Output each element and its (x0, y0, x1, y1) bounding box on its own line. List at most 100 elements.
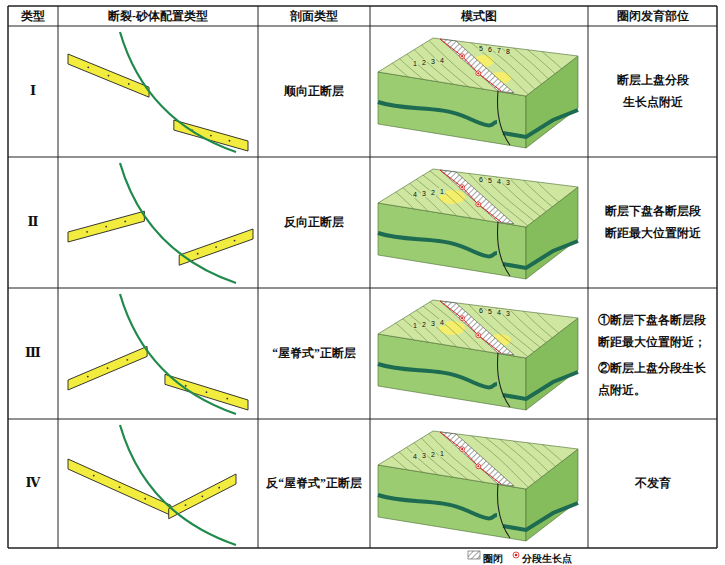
contour-number: 5 (479, 45, 483, 52)
contour-line (491, 280, 595, 374)
contour-line (369, 149, 473, 243)
trap-location: ①断层下盘各断层段断距最大位置附近； (598, 310, 706, 354)
sand-dot (93, 475, 95, 477)
sand-dot (128, 83, 130, 85)
profile-type: 反向正断层 (284, 215, 344, 230)
fault-scarp (440, 39, 514, 93)
rock-layer (503, 110, 578, 137)
table-line (716, 6, 718, 548)
growth-point (461, 317, 463, 319)
header-cell: 模式图 (461, 9, 497, 24)
contour-line (357, 149, 461, 243)
contour-line (479, 18, 583, 112)
sand-body (68, 459, 171, 515)
top-face (378, 300, 578, 358)
sand-dot (197, 253, 199, 255)
growth-point (476, 333, 481, 338)
fault-trace (440, 432, 501, 484)
fault-plane (498, 484, 511, 538)
contour-number-holder: 1 (412, 322, 418, 329)
rock-layer (503, 372, 578, 399)
rock-layer (378, 495, 497, 518)
table-line (8, 419, 717, 420)
top-face (378, 169, 578, 227)
fault-plane (498, 353, 511, 407)
growth-point (477, 465, 479, 467)
trap-location: 断层下盘各断层段断距最大位置附近 (605, 201, 701, 245)
sand-dot (126, 359, 128, 361)
growth-point (476, 71, 481, 76)
contour-line (369, 411, 473, 505)
sand-body (68, 346, 147, 390)
contour-number: 6 (488, 46, 492, 53)
contour-number-holder: 2 (430, 189, 436, 196)
growth-point (460, 185, 465, 190)
trap-location: 不发育 (635, 473, 671, 495)
contour-number: 3 (506, 310, 510, 317)
growth-point (476, 464, 481, 469)
contour-number: 3 (422, 190, 426, 197)
sand-dot (201, 495, 203, 497)
contour-number: 2 (431, 451, 435, 458)
table-line (370, 6, 371, 548)
contour-number: 3 (422, 452, 426, 459)
contour-number-holder: 3 (505, 179, 511, 186)
fault-sand-profile (68, 425, 236, 545)
growth-point-swatch (515, 554, 518, 557)
header-cell: 圈闭发育部位 (617, 9, 689, 24)
fault-scarp (440, 170, 514, 224)
trap-location-holder: 断层上盘分段生长点附近 (588, 26, 717, 157)
contour-number: 8 (506, 48, 510, 55)
rock-layer (503, 503, 578, 530)
contour-line (345, 149, 449, 243)
profile-type: 反“屋脊式”正断层 (266, 476, 362, 491)
contour-number: 5 (488, 308, 492, 315)
sand-body (165, 374, 248, 410)
contour-number: 2 (431, 189, 435, 196)
growth-point (477, 203, 479, 205)
fault-line (120, 163, 236, 283)
contour-number-holder: 4 (439, 57, 445, 64)
block-diagram (345, 411, 607, 541)
header-cell: 类型 (21, 9, 45, 24)
contour-line (369, 18, 473, 112)
row-number-holder: Ⅰ (8, 26, 58, 157)
fault-trace (440, 170, 501, 222)
rock-layer (503, 241, 578, 268)
contour-number-holder: 4 (496, 178, 502, 185)
sand-dot (215, 246, 217, 248)
contour-line (345, 18, 449, 112)
block-diagram (345, 18, 607, 148)
sand-dot (107, 367, 109, 369)
trap-location-holder: 不发育 (588, 419, 717, 548)
profile-type-holder: “屋脊式”正断层 (258, 288, 370, 419)
sand-dot (226, 398, 228, 400)
contour-number: 3 (506, 179, 510, 186)
legend-text: 圈闭 (483, 552, 503, 565)
contour-number-holder: 1 (412, 60, 418, 67)
contour-line (491, 149, 595, 243)
sand-dot (119, 486, 121, 488)
fault-line (120, 294, 236, 414)
legend-item: 圈闭 (483, 548, 503, 565)
contour-number-holder: 5 (487, 308, 493, 315)
row-number: Ⅳ (26, 475, 41, 492)
trap-location-holder: ②断层上盘分段生长点附近。 (598, 358, 706, 402)
table-line (8, 547, 717, 549)
contour-number: 1 (413, 60, 417, 67)
fault-line (120, 32, 236, 152)
fault-plane (498, 222, 511, 276)
contour-number: 6 (479, 176, 483, 183)
contour-number-holder: 3 (421, 190, 427, 197)
contour-number: 4 (497, 178, 501, 185)
contour-number: 6 (479, 307, 483, 314)
fault-trace (440, 301, 501, 353)
contour-number: 1 (440, 450, 444, 457)
contour-line (503, 280, 607, 374)
contour-number: 7 (497, 47, 501, 54)
growth-point (461, 448, 463, 450)
sand-dot (108, 75, 110, 77)
fault-sand-profile (68, 294, 248, 414)
contour-line (443, 149, 547, 243)
